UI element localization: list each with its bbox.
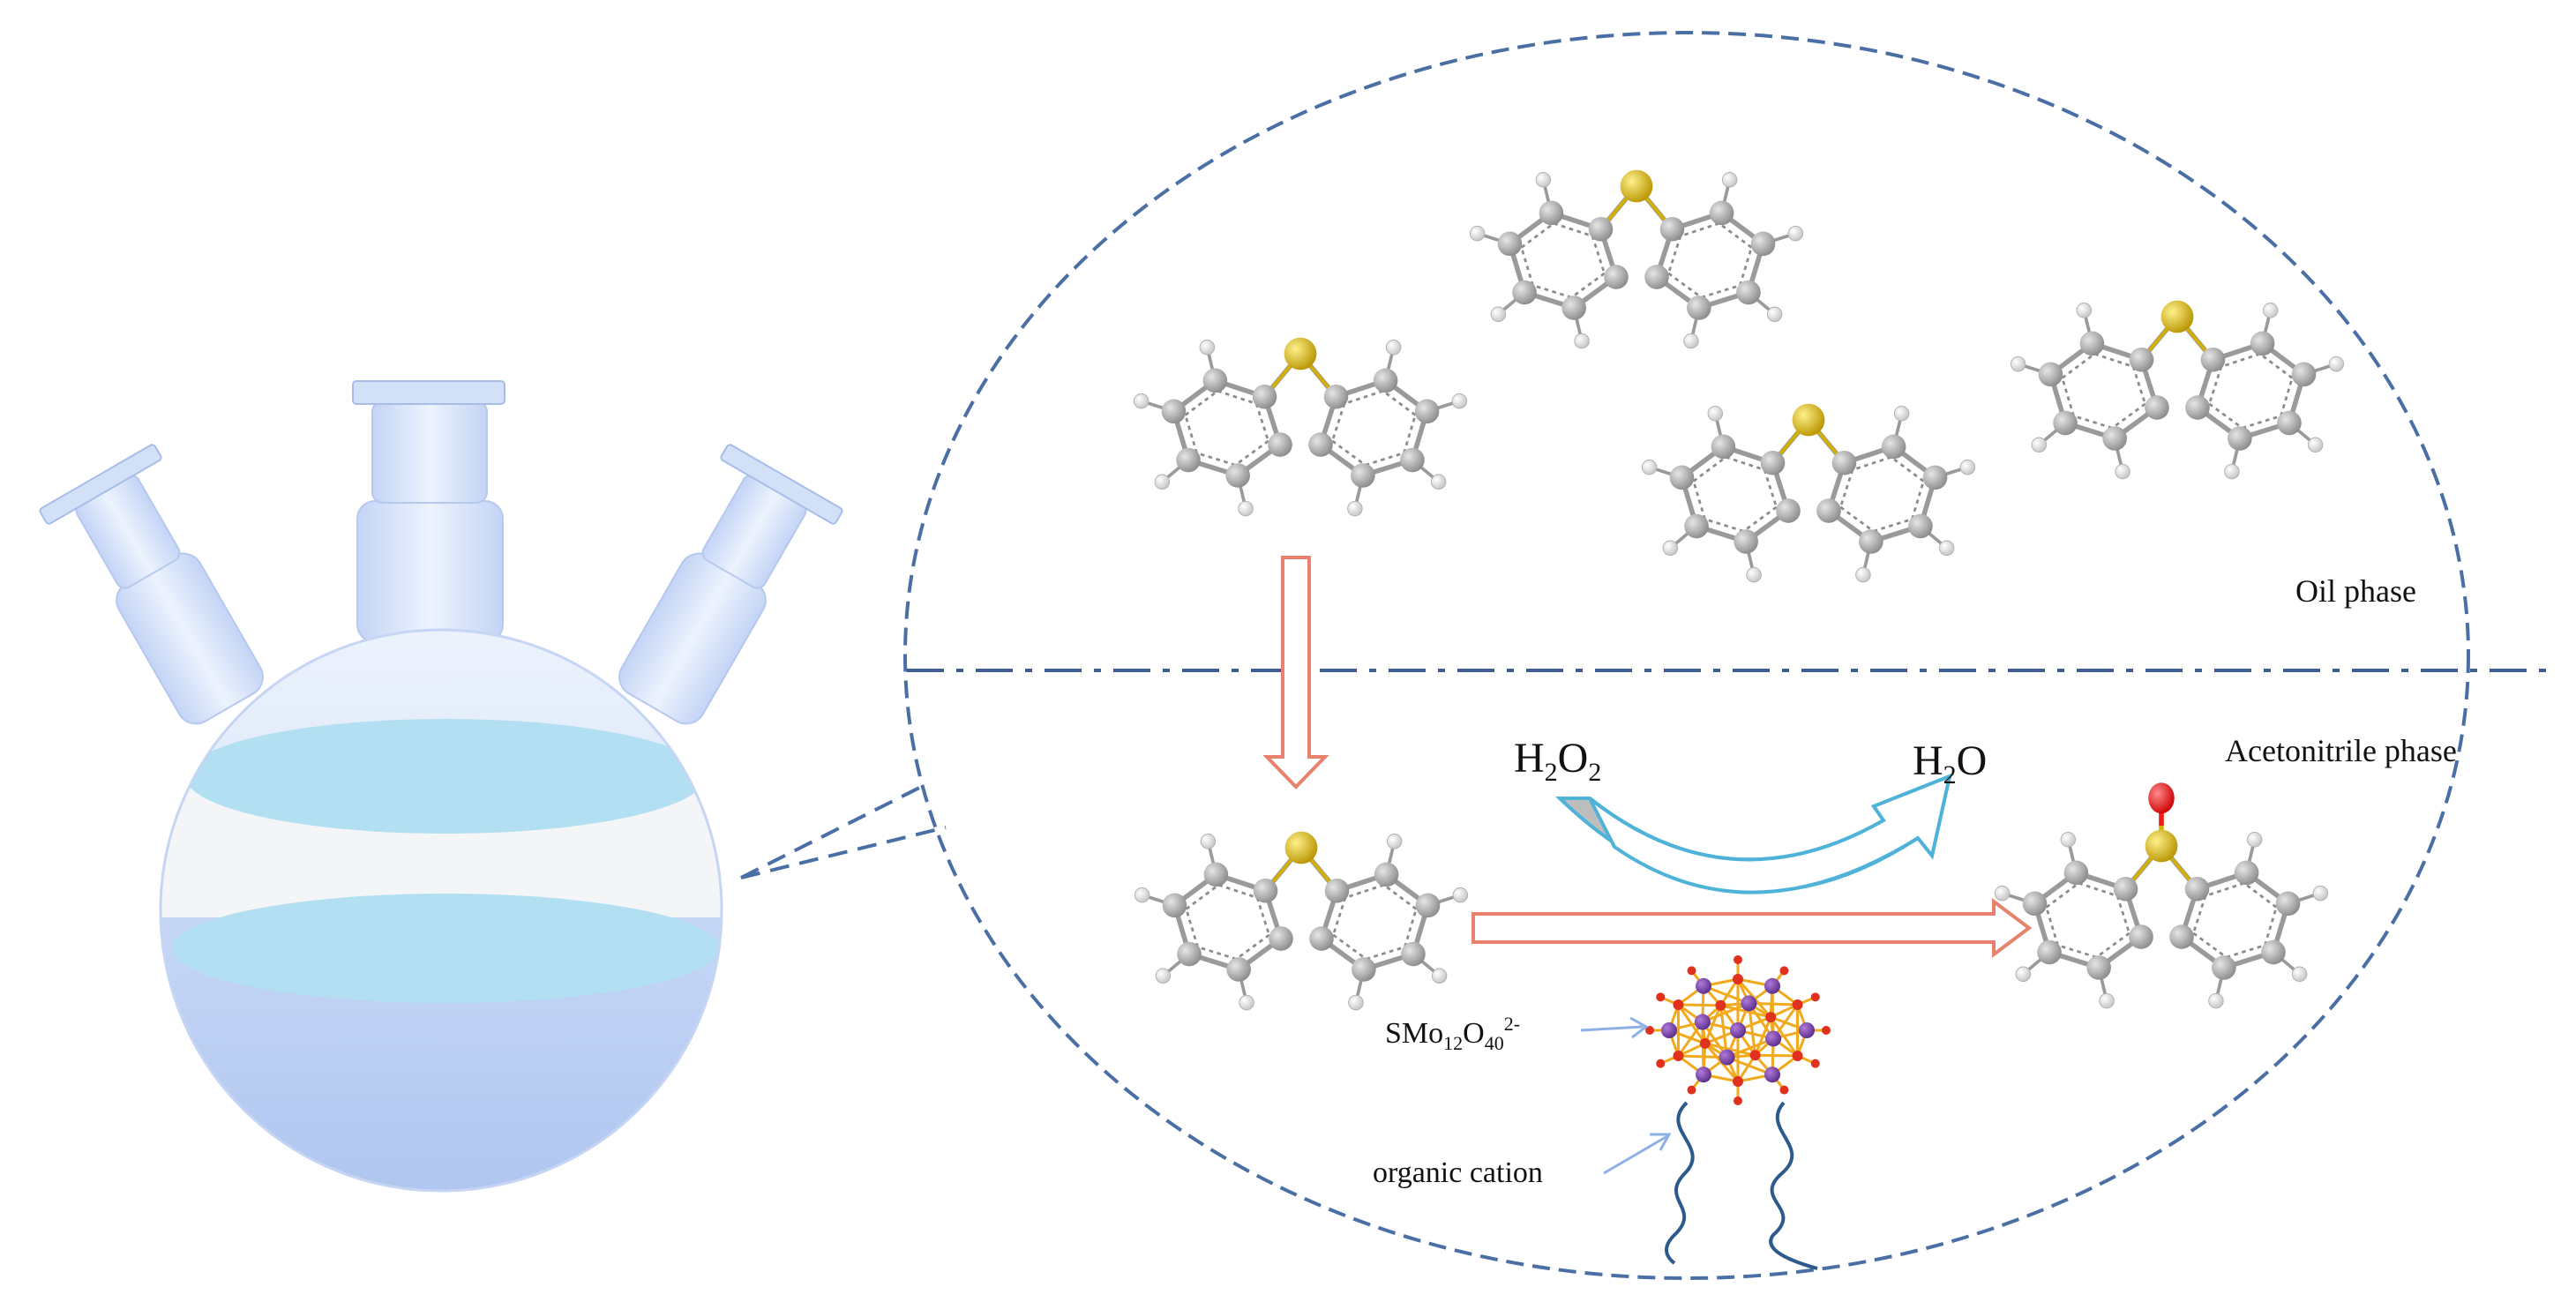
dibenzothiophene-molecule-icon	[1134, 831, 1469, 1011]
pointer-arrows	[1580, 1016, 1672, 1175]
polyoxometalate-cluster-icon	[1645, 955, 1831, 1105]
h2o2-label: H2O2	[1514, 735, 1601, 787]
oil-phase-label: Oil phase	[2295, 573, 2416, 609]
molecules-layer	[1133, 169, 2345, 1011]
dibenzothiophene-molecule-icon	[1469, 169, 1804, 349]
zoom-ellipse	[903, 31, 2470, 1280]
acetonitrile-phase-label: Acetonitrile phase	[2225, 733, 2457, 768]
h2o-label: H2O	[1913, 737, 1987, 789]
zoom-callout	[740, 31, 2555, 1280]
sulfoxide-molecule-icon	[1994, 782, 2329, 1009]
dibenzothiophene-molecule-icon	[1641, 403, 1976, 583]
dibenzothiophene-molecule-icon	[2010, 300, 2345, 480]
h2o2-to-h2o-arrow	[1555, 773, 1952, 894]
reaction-arrow	[1471, 898, 2033, 958]
dibenzothiophene-molecule-icon	[1133, 337, 1468, 517]
organic-cation-chain-icon	[1665, 1101, 1818, 1270]
transfer-arrow	[1262, 556, 1329, 789]
polyoxometalate-label: SMo12O402-	[1385, 1013, 1520, 1054]
organic-cation-label: organic cation	[1373, 1156, 1543, 1189]
three-neck-flask-icon	[39, 380, 843, 1193]
